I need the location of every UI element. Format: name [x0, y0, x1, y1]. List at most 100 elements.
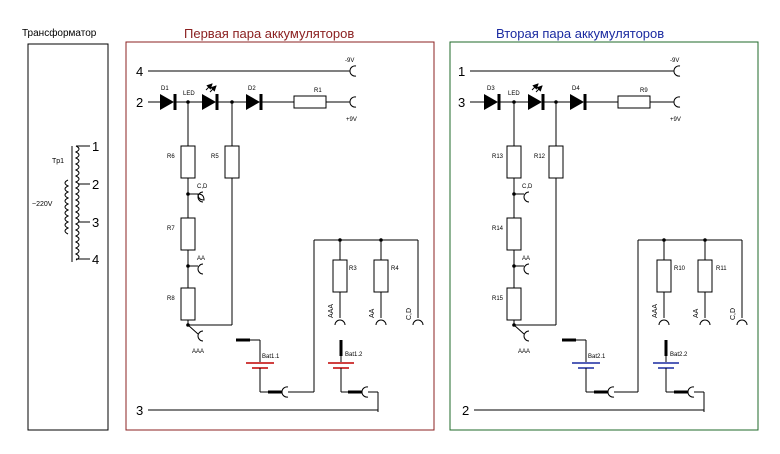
panel1-r3-label: R3	[349, 266, 357, 272]
panel1-led-label: LED	[183, 91, 195, 97]
panel1-plus-terminal-icon	[349, 96, 357, 108]
panel1-minus-label: -9V	[345, 58, 354, 64]
panel1-plus-label: +9V	[346, 117, 357, 123]
panel1-title: Первая пара аккумуляторов	[184, 26, 354, 41]
transformer-pin-4: 4	[92, 252, 99, 267]
panel1-out-aaa-label: AAA	[328, 304, 335, 318]
panel1-out-aaa-icon	[334, 319, 346, 326]
primary-coil-icon	[64, 179, 70, 235]
panel1-d2-label: D2	[248, 86, 256, 92]
panel1-tap-aa-label: AA	[197, 256, 205, 262]
panel1-frame	[125, 41, 435, 431]
panel2-led-label: LED	[508, 91, 520, 97]
panel2-frame	[449, 41, 759, 431]
panel2-resistor-r11	[697, 259, 713, 293]
panel2-tap-aa-icon	[523, 263, 530, 275]
panel1-r7-label: R7	[167, 226, 175, 232]
panel2-tap-aaa-icon	[523, 330, 530, 342]
panel1-out-aa-label: AA	[369, 308, 376, 318]
transformer-frame	[27, 43, 109, 431]
panel2-title: Вторая пара аккумуляторов	[496, 26, 664, 41]
panel-first-pair: Первая пара аккумуляторов 4 -9V 2 D1 LED…	[125, 26, 435, 431]
transformer-title: Трансформатор	[22, 27, 97, 39]
panel1-tap-cd-icon	[197, 191, 204, 203]
panel1-resistor-r7	[180, 217, 196, 251]
panel1-tap-aaa-label: AAA	[192, 349, 204, 355]
panel2-d4-label: D4	[572, 86, 580, 92]
panel2-line-label-bottom: 2	[462, 403, 469, 418]
panel2-tap-aa-label: AA	[522, 256, 530, 262]
panel2-tap-cd-label: C,D	[522, 184, 533, 190]
panel2-minus-terminal-icon	[673, 65, 681, 77]
panel1-resistor-r3	[332, 259, 348, 293]
panel2-line-label-mid: 3	[458, 95, 465, 110]
panel2-resistor-r10	[656, 259, 672, 293]
panel-second-pair: Вторая пара аккумуляторов 1 -9V 3 D3 LED…	[449, 26, 759, 431]
panel2-out-aaa-icon	[658, 319, 670, 326]
panel1-tap-cd-label: C,D	[197, 184, 208, 190]
panel2-bat1-label: Bat2.1	[588, 354, 606, 360]
transformer-pin-3: 3	[92, 215, 99, 230]
panel1-diode-d2-icon	[246, 94, 260, 110]
panel1-resistor-r1	[293, 95, 327, 109]
panel2-bat2-label: Bat2.2	[670, 352, 688, 358]
panel1-led-icon	[202, 94, 216, 110]
panel2-tap-aaa-label: AAA	[518, 349, 530, 355]
transformer-label: Tp1	[52, 158, 64, 165]
transformer-pin-2: 2	[92, 177, 99, 192]
panel2-resistor-r12	[548, 145, 564, 179]
panel1-resistor-r8	[180, 287, 196, 321]
panel1-tap-aaa-icon	[197, 330, 204, 342]
panel2-resistor-r15	[506, 287, 522, 321]
transformer-block: Трансформатор Tp1 ~220V 1 2 3 4	[22, 27, 109, 431]
secondary-coil-icon	[74, 145, 80, 261]
panel2-diode-d4-icon	[570, 94, 584, 110]
panel1-out-cd-icon	[412, 319, 424, 326]
panel2-r13-label: R13	[492, 154, 504, 160]
panel2-line-label-top: 1	[458, 64, 465, 79]
panel1-resistor-r5	[224, 145, 240, 179]
panel1-diode-d1-icon	[160, 94, 174, 110]
panel1-line-label-top: 4	[136, 64, 143, 79]
panel2-out-aaa-label: AAA	[652, 304, 659, 318]
panel1-r5-label: R5	[211, 154, 219, 160]
panel1-line-label-mid: 2	[136, 95, 143, 110]
panel1-bat2-label: Bat1.2	[345, 352, 363, 358]
panel1-out-aa-icon	[375, 319, 387, 326]
panel2-led-icon	[528, 94, 542, 110]
panel2-out-aa-label: AA	[693, 308, 700, 318]
panel2-tap-cd-icon	[523, 191, 530, 203]
panel1-bat1-label: Bat1.1	[262, 354, 280, 360]
panel1-resistor-r4	[373, 259, 389, 293]
panel2-diode-d3-icon	[484, 94, 498, 110]
panel1-line-label-bottom: 3	[136, 403, 143, 418]
panel2-out-aa-icon	[699, 319, 711, 326]
panel1-r4-label: R4	[391, 266, 399, 272]
panel1-r6-label: R6	[167, 154, 175, 160]
panel2-r12-label: R12	[534, 154, 546, 160]
panel1-r1-label: R1	[314, 88, 322, 94]
panel2-r11-label: R11	[716, 266, 727, 272]
transformer-voltage: ~220V	[32, 201, 53, 208]
panel1-r8-label: R8	[167, 296, 175, 302]
panel1-tap-aa-icon	[197, 263, 204, 275]
panel2-out-cd-icon	[736, 319, 748, 326]
panel1-minus-terminal-icon	[349, 65, 357, 77]
panel1-d1-label: D1	[161, 86, 169, 92]
transformer-pin-1: 1	[92, 139, 99, 154]
panel2-plus-terminal-icon	[673, 96, 681, 108]
panel2-r15-label: R15	[492, 296, 504, 302]
panel2-r9-label: R9	[640, 88, 648, 94]
panel1-out-cd-label: C,D	[406, 308, 413, 320]
panel2-r14-label: R14	[492, 226, 504, 232]
panel2-resistor-r14	[506, 217, 522, 251]
panel2-minus-label: -9V	[670, 58, 679, 64]
panel1-resistor-r6	[180, 145, 196, 179]
panel2-out-cd-label: C,D	[730, 308, 737, 320]
panel2-d3-label: D3	[487, 86, 495, 92]
panel2-resistor-r13	[506, 145, 522, 179]
panel2-r10-label: R10	[674, 266, 686, 272]
panel2-plus-label: +9V	[670, 117, 681, 123]
panel2-resistor-r9	[617, 95, 651, 109]
